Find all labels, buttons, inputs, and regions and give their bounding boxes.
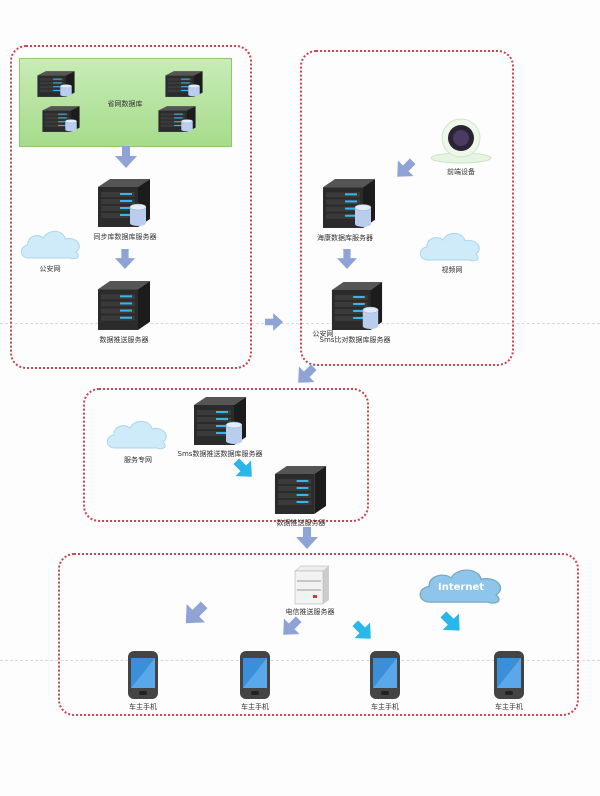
phone-label: 车主手机 — [129, 703, 157, 711]
sms-push-db-server-icon — [192, 395, 248, 447]
telecom-zone — [58, 553, 579, 716]
db-server-icon — [157, 105, 197, 133]
province-db-label: 省网数据库 — [107, 100, 143, 108]
arrow-down-left-icon — [289, 358, 323, 392]
camera-icon — [430, 118, 492, 164]
db-server-icon — [164, 70, 204, 98]
cloud-icon — [418, 230, 484, 264]
telecom-server-label: 电信推送服务器 — [285, 608, 335, 616]
public-security-zone — [10, 45, 252, 369]
sms-push-db-label: Sms数据推送数据库服务器 — [177, 450, 263, 458]
divider-line — [0, 660, 600, 661]
push-server-label: 数据推送服务器 — [99, 336, 149, 344]
cloud-label: 服务专网 — [124, 456, 152, 464]
cloud-icon — [105, 418, 171, 452]
arrow-right-icon — [265, 312, 283, 332]
cloud-label: 视频网 — [441, 266, 463, 274]
push-server-icon — [96, 279, 152, 332]
sms-compare-label: Sms比对数据库服务器 — [319, 336, 391, 344]
hik-server-label: 海康数据库服务器 — [317, 234, 373, 242]
arrow-down-right-icon — [227, 452, 261, 486]
phone-icon — [493, 650, 525, 700]
phone-icon — [239, 650, 271, 700]
push-server-label: 数据推送服务器 — [276, 519, 326, 527]
hik-db-server-icon — [321, 177, 377, 230]
arrow-down-left-icon — [274, 610, 308, 644]
service-zone — [83, 388, 369, 522]
phone-icon — [369, 650, 401, 700]
overlap-label: 公安网 — [312, 330, 334, 338]
internet-label: Internet — [437, 582, 485, 593]
arrow-down-icon — [114, 146, 138, 168]
db-server-icon — [41, 105, 81, 133]
sync-db-server-icon — [96, 177, 152, 229]
internet-cloud-icon — [417, 566, 507, 607]
push-server-icon — [273, 464, 328, 516]
telecom-server-icon — [293, 565, 331, 605]
arrow-down-right-icon — [434, 605, 469, 640]
sms-compare-server-icon — [330, 280, 384, 332]
sync-server-label: 同步库数据库服务器 — [93, 233, 157, 241]
video-zone — [300, 50, 514, 366]
arrow-down-icon — [295, 527, 319, 549]
db-server-icon — [36, 70, 76, 98]
cloud-icon — [19, 228, 84, 262]
camera-label: 前端设备 — [447, 168, 475, 176]
arrow-down-icon — [113, 249, 137, 269]
arrow-down-right-icon — [346, 614, 380, 648]
arrow-down-left-icon — [175, 594, 215, 634]
phone-label: 车主手机 — [371, 703, 399, 711]
cloud-label: 公安网 — [39, 265, 61, 273]
phone-label: 车主手机 — [495, 703, 523, 711]
phone-label: 车主手机 — [241, 703, 269, 711]
phone-icon — [127, 650, 159, 700]
arrow-down-left-icon — [388, 152, 422, 186]
arrow-down-icon — [335, 249, 359, 269]
